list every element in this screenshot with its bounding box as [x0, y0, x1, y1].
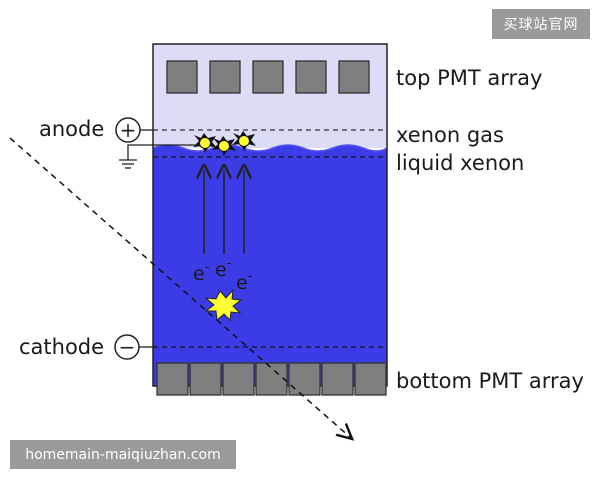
top-pmt-label: top PMT array [396, 66, 542, 90]
top-pmt [209, 60, 241, 94]
top-pmt [338, 60, 370, 94]
xenon-gas-region [153, 44, 387, 148]
interaction-flash-icon [204, 288, 243, 322]
bottom-pmt [255, 362, 288, 396]
ground-icon [119, 144, 195, 169]
liquid-xenon-label: liquid xenon [396, 151, 524, 175]
top-pmt [252, 60, 284, 94]
electron-label: e- [193, 260, 210, 285]
anode-label: anode [39, 117, 104, 141]
liquid-surface [152, 144, 388, 152]
top-pmt [166, 60, 198, 94]
cathode-label: cathode [19, 335, 104, 359]
svg-text:−: − [119, 335, 136, 359]
watermark-top-right: 买球站官网 [492, 9, 590, 39]
scintillation-flash [193, 133, 217, 153]
xenon-gas-label: xenon gas [396, 123, 504, 147]
electron-label: e- [215, 256, 232, 281]
bottom-pmt-label: bottom PMT array [396, 369, 584, 393]
top-pmt-array [166, 60, 370, 94]
liquid-xenon-region [153, 145, 387, 386]
bottom-pmt [189, 362, 222, 396]
cathode-polarity-icon: − [114, 334, 140, 360]
electron-label: e- [236, 269, 253, 294]
bottom-pmt [354, 362, 387, 396]
bottom-pmt [321, 362, 354, 396]
bottom-pmt [288, 362, 321, 396]
top-pmt [295, 60, 327, 94]
scintillation-flash [212, 136, 236, 156]
particle-track [9, 137, 351, 438]
svg-text:+: + [120, 118, 137, 142]
bottom-pmt [156, 362, 189, 396]
bottom-pmt [222, 362, 255, 396]
scintillation-flash [232, 131, 256, 151]
bottom-pmt-array [156, 362, 387, 396]
watermark-bottom-left: homemain-maiqiuzhan.com [10, 440, 236, 469]
anode-polarity-icon: + [115, 117, 141, 143]
